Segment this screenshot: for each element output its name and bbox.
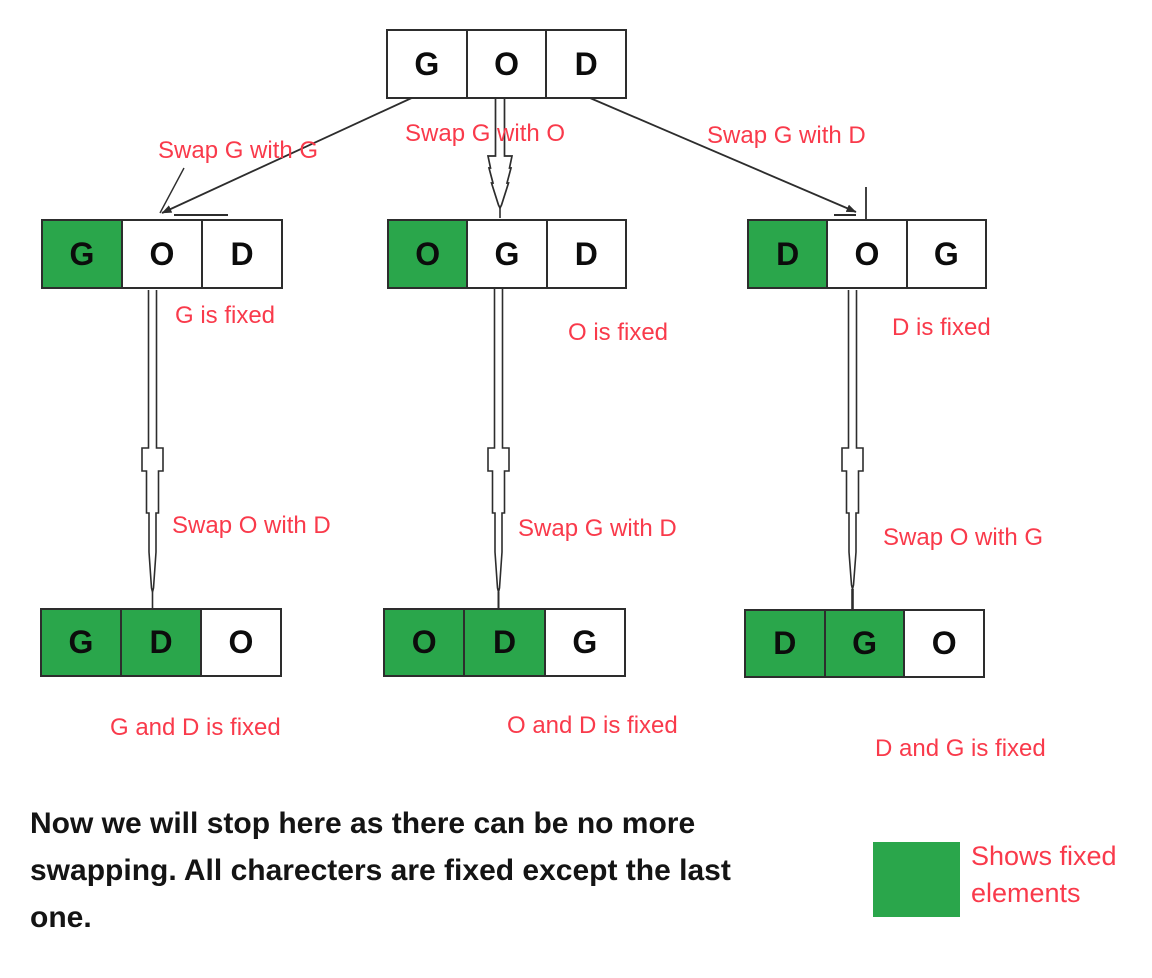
array-cell: D [548, 221, 625, 287]
array-cell-root-0: G [388, 31, 468, 97]
cell-letter: D [492, 624, 517, 660]
array-cell: G [546, 610, 624, 675]
cell-letter: O [415, 235, 441, 272]
cell-letter: G [68, 624, 94, 660]
array-box-level2-middle: O G D [387, 219, 627, 289]
cell-letter: D [574, 235, 598, 272]
array-box-level3-left: G D O [40, 608, 282, 677]
cell-letter: G [414, 45, 440, 82]
fixed-label-level3-middle: O and D is fixed [507, 712, 678, 739]
arrow-middle-level2-to-level3-icon [487, 289, 510, 615]
swap-label-level2-middle: Swap G with D [518, 515, 677, 542]
legend-label: Shows fixed elements [971, 838, 1117, 912]
swap-label-root-middle: Swap G with O [405, 120, 566, 147]
array-cell: O [905, 611, 983, 676]
arrow-left-level2-to-level3-icon [141, 290, 164, 609]
array-cell-fixed: G [825, 611, 906, 676]
fixed-label-level2-left: G is fixed [175, 302, 276, 329]
array-cell: O [828, 221, 908, 287]
fixed-label-level2-middle: O is fixed [568, 319, 669, 346]
array-cell-fixed: O [385, 610, 466, 675]
arrow-root-to-left-icon [159, 95, 417, 216]
array-cell: G [468, 221, 548, 287]
array-cell-root-1: O [468, 31, 548, 97]
arrow-root-to-right-icon [589, 97, 867, 222]
array-box-level3-right: D G O [744, 609, 985, 678]
cell-letter: O [149, 235, 175, 272]
array-box-level3-middle: O D G [383, 608, 626, 677]
cell-letter: G [572, 624, 598, 660]
array-box-level2-right: D O G [747, 219, 987, 289]
array-box-root: G O D [386, 29, 627, 99]
swap-label-level2-right: Swap O with G [883, 524, 1044, 551]
cell-letter: O [411, 624, 437, 660]
array-cell-fixed: G [42, 610, 122, 675]
cell-letter: O [494, 45, 519, 82]
note-line: one. [30, 901, 92, 934]
array-cell-fixed: D [465, 610, 546, 675]
array-cell-fixed: G [43, 221, 123, 287]
cell-letter: O [228, 624, 254, 660]
fixed-label-level3-left: G and D is fixed [110, 714, 281, 741]
swap-label-root-left: Swap G with G [158, 137, 319, 164]
arrow-root-to-middle-icon [486, 99, 514, 218]
note-line: Now we will stop here as there can be no… [30, 807, 696, 840]
array-cell: O [202, 610, 280, 675]
legend-green-swatch [873, 842, 960, 917]
cell-letter: G [933, 235, 959, 272]
swap-label-level2-left: Swap O with D [172, 512, 331, 539]
array-cell: O [123, 221, 203, 287]
array-cell-fixed: O [389, 221, 469, 287]
cell-letter: D [149, 624, 173, 660]
arrow-right-level2-to-level3-icon [841, 290, 864, 611]
cell-letter: G [852, 625, 877, 661]
array-cell-root-2: D [547, 31, 625, 97]
cell-letter: G [69, 235, 95, 272]
cell-letter: D [776, 235, 800, 272]
note-line: swapping. All charecters are fixed excep… [30, 854, 731, 887]
array-cell-fixed: D [746, 611, 826, 676]
cell-letter: D [230, 235, 254, 272]
array-cell-fixed: D [122, 610, 202, 675]
array-cell: D [203, 221, 281, 287]
cell-letter: O [854, 235, 880, 272]
array-cell-fixed: D [749, 221, 829, 287]
cell-letter: D [574, 45, 598, 82]
cell-letter: D [773, 625, 797, 661]
swap-label-root-right: Swap G with D [707, 122, 866, 149]
fixed-label-level2-right: D is fixed [892, 314, 991, 341]
legend-line: elements [971, 878, 1081, 908]
fixed-label-level3-right: D and G is fixed [875, 735, 1046, 762]
array-cell: G [908, 221, 985, 287]
array-box-level2-left: G O D [41, 219, 283, 289]
legend-line: Shows fixed [971, 841, 1117, 871]
cell-letter: O [931, 625, 957, 661]
note-text: Now we will stop here as there can be no… [30, 800, 731, 941]
cell-letter: G [494, 235, 520, 272]
